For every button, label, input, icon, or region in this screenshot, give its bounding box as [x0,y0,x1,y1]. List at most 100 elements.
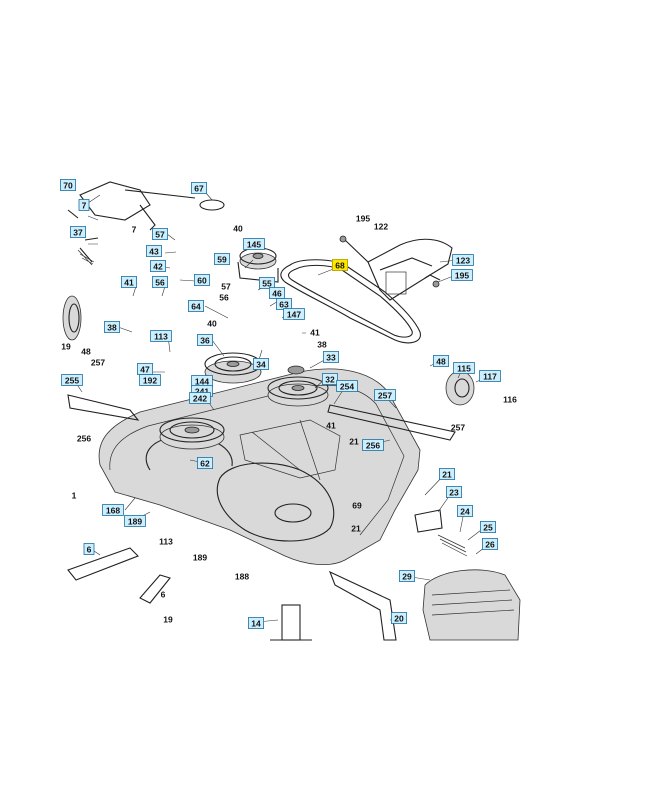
callout-42: 42 [149,260,166,272]
callout-29: 29 [398,570,415,582]
callout-257: 257 [451,423,465,433]
callout-19: 19 [163,615,173,625]
callout-label: 20 [394,614,404,624]
callout-box [445,486,462,498]
callout-19: 19 [61,342,71,352]
callout-box [258,277,275,289]
callout-37: 37 [70,226,87,238]
callout-label: 19 [61,342,71,352]
callout-41: 41 [326,421,336,431]
callout-label: 48 [81,347,91,357]
callout-21: 21 [349,437,359,447]
callout-40: 40 [207,319,217,329]
callout-68-highlighted: 68 [331,259,348,271]
callout-label: 25 [483,523,493,533]
callout-box [479,370,501,382]
callout-59: 59 [213,253,230,265]
callout-box [60,179,77,191]
callout-55: 55 [258,277,275,289]
callout-label: 188 [235,572,249,582]
callout-113: 113 [159,537,173,547]
callout-label: 257 [378,391,392,401]
callout-32: 32 [321,373,338,385]
left-gauge-wheel [62,295,82,341]
center-deck-pulley [204,352,262,384]
callout-label: 21 [442,470,452,480]
callout-23: 23 [445,486,462,498]
callout-label: 257 [451,423,465,433]
callout-label: 41 [124,278,134,288]
callout-144: 144 [191,375,213,387]
callout-57: 57 [221,282,231,292]
callout-box [322,351,339,363]
right-gauge-wheel [445,370,475,406]
deck-front-arm [328,570,397,641]
callout-147: 147 [283,308,305,320]
callout-38: 38 [317,340,327,350]
callout-label: 189 [193,553,207,563]
callout-label: 43 [149,247,159,257]
callout-36: 36 [196,334,213,346]
callout-116: 116 [503,395,517,405]
callout-257: 257 [91,358,105,368]
callout-70: 70 [60,179,77,191]
callout-label: 63 [279,300,289,310]
callout-label: 242 [193,394,207,404]
callout-label: 113 [159,537,173,547]
callout-14: 14 [247,617,264,629]
callout-box [252,358,269,370]
callout-label: 55 [262,279,272,289]
callout-33: 33 [322,351,339,363]
callout-label: 189 [128,517,142,527]
callout-label: 123 [456,256,470,266]
callout-label: 19 [163,615,173,625]
callout-256: 256 [362,439,384,451]
callout-7: 7 [132,225,137,235]
callout-56: 56 [219,293,229,303]
callout-188: 188 [235,572,249,582]
callout-41: 41 [121,276,138,288]
callout-box [151,228,168,240]
callout-192: 192 [139,374,161,386]
callout-label: 33 [326,353,336,363]
callout-123: 123 [452,254,474,266]
callout-label: 254 [340,382,354,392]
callout-label: 255 [65,376,79,386]
callout-label: 23 [449,488,459,498]
callout-box [456,505,473,517]
callout-box [451,269,473,281]
callout-label: 14 [251,619,261,629]
callout-168: 168 [102,504,124,516]
callout-label: 6 [87,545,92,555]
callout-label: 41 [310,328,320,338]
callout-box [432,355,449,367]
belt-cover [422,569,521,641]
callout-label: 40 [207,319,217,329]
callout-label: 32 [325,375,335,385]
callout-56: 56 [151,276,168,288]
callout-box [187,300,204,312]
callout-label: 24 [460,507,470,517]
callout-box [331,259,348,271]
callout-label: 117 [483,372,497,382]
callout-label: 145 [247,240,261,250]
callout-label: 57 [155,230,165,240]
callout-69: 69 [352,501,362,511]
callout-63: 63 [275,298,292,310]
callout-box [149,260,166,272]
callout-62: 62 [196,457,213,469]
callout-26: 26 [481,538,498,550]
callout-box [145,245,162,257]
callout-box [390,612,407,624]
callout-label: 21 [349,437,359,447]
callout-255: 255 [61,374,83,386]
callout-label: 40 [233,224,243,234]
callout-254: 254 [336,380,358,392]
callout-label: 38 [317,340,327,350]
callout-60: 60 [193,274,210,286]
callout-195: 195 [451,269,473,281]
callout-box [121,276,138,288]
callout-box [452,254,474,266]
